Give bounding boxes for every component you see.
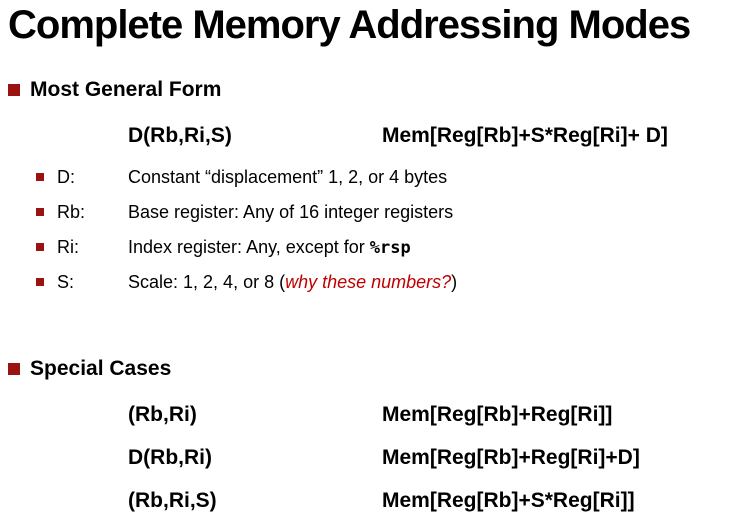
- list-item-text: Scale: 1, 2, 4, or 8 (: [128, 272, 286, 292]
- addressing-meaning: Mem[Reg[Rb]+Reg[Ri]+D]: [382, 446, 640, 469]
- list-item-description: Base register: Any of 16 integer registe…: [128, 202, 454, 222]
- bullet-square-small-icon: [36, 173, 44, 181]
- list-item-term: S:: [57, 272, 75, 292]
- form-row: D(Rb,Ri,S) Mem[Reg[Rb]+S*Reg[Ri]+ D]: [0, 122, 752, 150]
- section-heading: Most General Form: [30, 78, 222, 101]
- slide-title: Complete Memory Addressing Modes: [8, 3, 691, 47]
- list-item: Ri: Index register: Any, except for %rsp: [0, 236, 752, 258]
- section-most-general-form: Most General Form D(Rb,Ri,S) Mem[Reg[Rb]…: [0, 78, 752, 293]
- form-row: D(Rb,Ri) Mem[Reg[Rb]+Reg[Ri]+D]: [0, 444, 752, 472]
- list-item: D: Constant “displacement” 1, 2, or 4 by…: [0, 166, 752, 188]
- section-heading: Special Cases: [30, 357, 172, 380]
- form-row: (Rb,Ri,S) Mem[Reg[Rb]+S*Reg[Ri]]: [0, 487, 752, 515]
- list-item-description: Scale: 1, 2, 4, or 8 (why these numbers?…: [128, 271, 457, 293]
- list-item-term: Ri:: [57, 237, 79, 257]
- bullet-square-icon: [8, 363, 20, 375]
- addressing-form: D(Rb,Ri,S): [128, 124, 232, 147]
- addressing-form: D(Rb,Ri): [128, 446, 212, 469]
- bullet-square-small-icon: [36, 208, 44, 216]
- section-heading-row: Special Cases: [8, 357, 752, 381]
- addressing-form: (Rb,Ri): [128, 403, 197, 426]
- red-italic-note: why these numbers?: [285, 272, 452, 292]
- bullet-square-small-icon: [36, 243, 44, 251]
- list-item-term: D:: [57, 167, 75, 187]
- addressing-meaning: Mem[Reg[Rb]+S*Reg[Ri]+ D]: [382, 124, 668, 147]
- register-code: %rsp: [369, 238, 411, 258]
- list-item: S: Scale: 1, 2, 4, or 8 (why these numbe…: [0, 271, 752, 293]
- list-item-description: Index register: Any, except for %rsp: [128, 236, 411, 259]
- list-item-text-suffix: ): [451, 272, 458, 292]
- list-item-term: Rb:: [57, 202, 86, 222]
- form-row: (Rb,Ri) Mem[Reg[Rb]+Reg[Ri]]: [0, 401, 752, 429]
- addressing-form: (Rb,Ri,S): [128, 489, 217, 512]
- list-item-description: Constant “displacement” 1, 2, or 4 bytes: [128, 167, 448, 187]
- addressing-meaning: Mem[Reg[Rb]+Reg[Ri]]: [382, 403, 613, 426]
- section-special-cases: Special Cases (Rb,Ri) Mem[Reg[Rb]+Reg[Ri…: [0, 357, 752, 515]
- bullet-square-icon: [8, 84, 20, 96]
- bullet-square-small-icon: [36, 278, 44, 286]
- section-heading-row: Most General Form: [8, 78, 752, 102]
- addressing-meaning: Mem[Reg[Rb]+S*Reg[Ri]]: [382, 489, 635, 512]
- list-item: Rb: Base register: Any of 16 integer reg…: [0, 201, 752, 223]
- list-item-text: Index register: Any, except for: [128, 237, 370, 257]
